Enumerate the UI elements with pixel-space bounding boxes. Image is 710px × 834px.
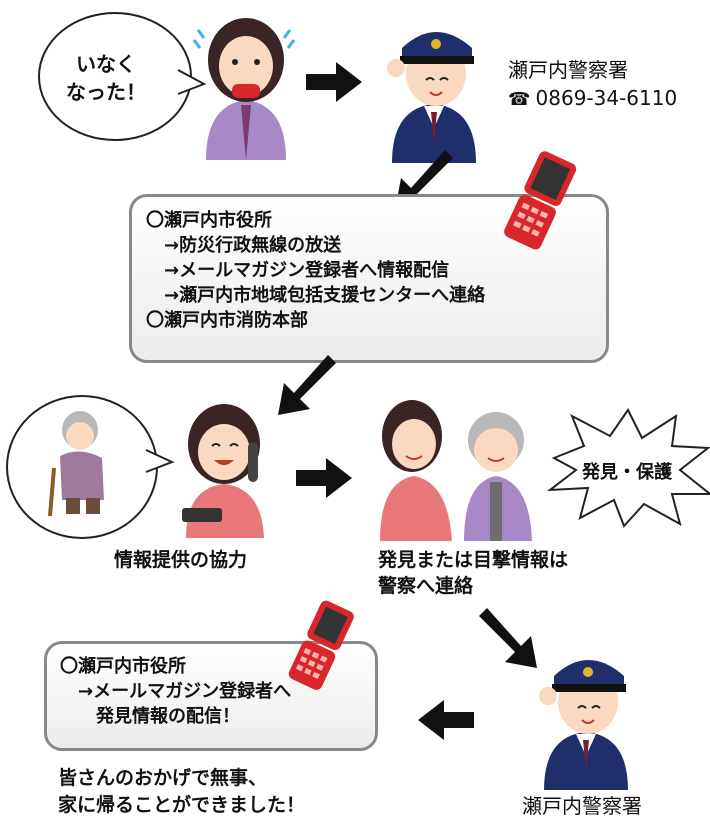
station-name-top: 瀬戸内警察署 [508,58,628,82]
panel-line-3: →メールマガジン登録者へ情報配信 [146,260,450,281]
woman-helping-elder-illustration [380,400,532,541]
panel-line-2: →防災行政無線の放送 [146,235,342,256]
station-name-bottom: 瀬戸内警察署 [522,794,642,818]
arrow-right-icon [306,62,362,102]
report-line-2: 警察へ連絡 [378,575,474,597]
thought-bubble-tail [145,449,175,473]
speech-bubble-tail [177,69,207,95]
arrow-right-icon-2 [296,458,352,498]
phone-number: 0869-34-6110 [535,86,678,110]
cooperation-label: 情報提供の協力 [114,549,248,571]
found-protect-label: 発見・保護 [582,462,672,483]
mobile-phone-icon-2 [288,600,354,690]
report-line-1: 発見または目撃情報は [378,549,569,571]
woman-on-phone-illustration [182,404,264,538]
arrow-down-left-icon-2 [278,355,336,415]
speech-bubble [38,12,192,141]
speech-line-1: いなく [76,52,136,76]
found-panel-line-3: 発見情報の配信！ [60,706,240,727]
panel-line-5: 〇瀬戸内市消防本部 [146,310,308,331]
found-panel-line-2: →メールマガジン登録者へ [60,681,292,702]
mobile-phone-icon [504,151,577,250]
worried-woman-illustration [192,18,296,160]
phone-number-row: ☎ 0869-34-6110 [508,86,677,112]
closing-line-1: 皆さんのおかげで無事、 [58,767,268,789]
arrow-down-right-icon [479,608,537,668]
arrow-left-icon [418,700,474,740]
panel-line-1: 〇瀬戸内市役所 [146,210,272,231]
phone-icon: ☎ [508,89,531,110]
found-panel-text: 〇瀬戸内市役所 →メールマガジン登録者へ 発見情報の配信！ [60,654,291,729]
found-burst-icon [546,408,710,528]
police-officer-illustration [387,32,476,163]
elderly-person-illustration [48,411,104,517]
closing-line-2: 家に帰ることができました！ [58,794,306,816]
notification-panel-text: 〇瀬戸内市役所 →防災行政無線の放送 →メールマガジン登録者へ情報配信 →瀬戸内… [146,208,485,333]
found-panel-line-1: 〇瀬戸内市役所 [60,656,186,677]
panel-line-4: →瀬戸内市地域包括支援センターへ連絡 [146,285,486,306]
speech-line-2: なった！ [66,80,146,104]
police-officer-illustration-2 [539,660,628,790]
